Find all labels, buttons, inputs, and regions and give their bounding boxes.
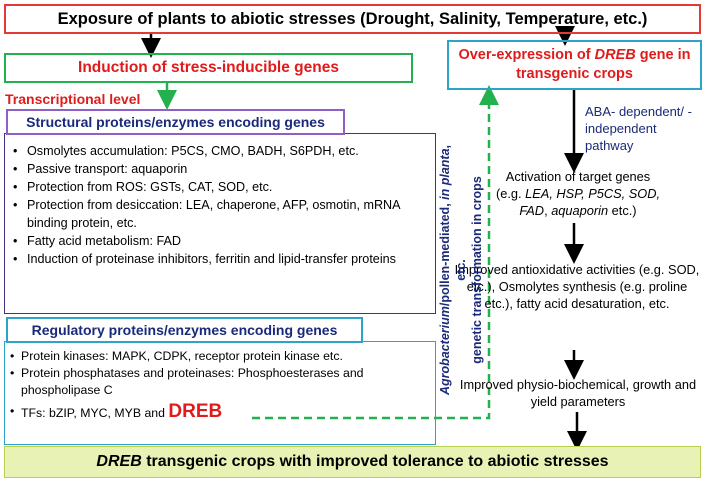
activation-line1: Activation of target genes [505, 169, 651, 184]
structural-item: Fatty acid metabolism: FAD [11, 232, 429, 250]
activation-genes: LEA, HSP, P5CS, SOD, [525, 186, 661, 201]
bottom-rest: transgenic crops with improved tolerance… [141, 453, 609, 470]
transformation-vertical-text: Agrobacterium/pollen-mediated, in planta… [437, 140, 484, 400]
induction-box: Induction of stress-inducible genes [4, 53, 413, 83]
regulatory-box: Protein kinases: MAPK, CDPK, receptor pr… [4, 341, 436, 445]
overexp-gene: DREB [594, 47, 636, 63]
vertical-part1: Agrobacterium [438, 306, 452, 396]
overexp-pre: Over-expression of [458, 47, 595, 63]
dreb-highlight: DREB [168, 401, 223, 422]
activation-text: Activation of target genes (e.g. LEA, HS… [451, 168, 705, 219]
structural-item: Protection from desiccation: LEA, chaper… [11, 196, 429, 232]
regulatory-item: Protein phosphatases and proteinases: Ph… [9, 365, 431, 399]
structural-item: Osmolytes accumulation: P5CS, CMO, BADH,… [11, 142, 429, 160]
regulatory-header-text: Regulatory proteins/enzymes encoding gen… [31, 322, 338, 338]
structural-item: Passive transport: aquaporin [11, 160, 429, 178]
structural-header-text: Structural proteins/enzymes encoding gen… [26, 114, 325, 130]
vertical-line1: Agrobacterium/pollen-mediated, in planta… [437, 140, 469, 400]
improved-antioxidative-text: Improved antioxidative activities (e.g. … [454, 262, 700, 311]
activation-line2: (e.g. LEA, HSP, P5CS, SOD, [451, 185, 705, 202]
tfs-text: TFs: bZIP, MYC, MYB and [21, 406, 169, 420]
overexpression-box: Over-expression of DREB gene in transgen… [447, 40, 702, 90]
aba-pathway-text: ABA- dependent/ -independent pathway [585, 104, 692, 153]
improved-physio-text: Improved physio-biochemical, growth and … [459, 377, 697, 409]
activation-suffix: etc.) [608, 203, 637, 218]
bottom-text: DREB transgenic crops with improved tole… [96, 453, 608, 471]
vertical-part2: /pollen-mediated, [438, 199, 452, 307]
activation-genes2: FAD [519, 203, 545, 218]
structural-header: Structural proteins/enzymes encoding gen… [6, 109, 345, 135]
induction-text: Induction of stress-inducible genes [78, 59, 339, 76]
vertical-line2: genetic transformation in crops [470, 176, 484, 364]
bottom-gene: DREB [96, 453, 142, 470]
activation-genes3: aquaporin [551, 203, 609, 218]
title-box: Exposure of plants to abiotic stresses (… [4, 4, 701, 34]
regulatory-list: Protein kinases: MAPK, CDPK, receptor pr… [9, 348, 431, 422]
vertical-part3: in planta [438, 148, 452, 200]
regulatory-header: Regulatory proteins/enzymes encoding gen… [6, 317, 363, 343]
regulatory-item-tfs: TFs: bZIP, MYC, MYB and DREB [9, 401, 431, 422]
activation-line3: FAD, aquaporin etc.) [451, 202, 705, 219]
regulatory-item: Protein kinases: MAPK, CDPK, receptor pr… [9, 348, 431, 365]
bottom-box: DREB transgenic crops with improved tole… [4, 446, 701, 478]
transcriptional-label: Transcriptional level [5, 91, 141, 107]
activation-sep: , [544, 203, 552, 218]
overexp-post: gene in transgenic crops [516, 47, 691, 82]
activation-prefix: (e.g. [495, 186, 526, 201]
structural-box: Osmolytes accumulation: P5CS, CMO, BADH,… [4, 133, 436, 314]
overexpression-text: Over-expression of DREB gene in transgen… [455, 46, 695, 84]
title-text: Exposure of plants to abiotic stresses (… [57, 9, 648, 28]
structural-item: Induction of proteinase inhibitors, ferr… [11, 250, 429, 268]
structural-list: Osmolytes accumulation: P5CS, CMO, BADH,… [11, 142, 429, 268]
structural-item: Protection from ROS: GSTs, CAT, SOD, etc… [11, 178, 429, 196]
